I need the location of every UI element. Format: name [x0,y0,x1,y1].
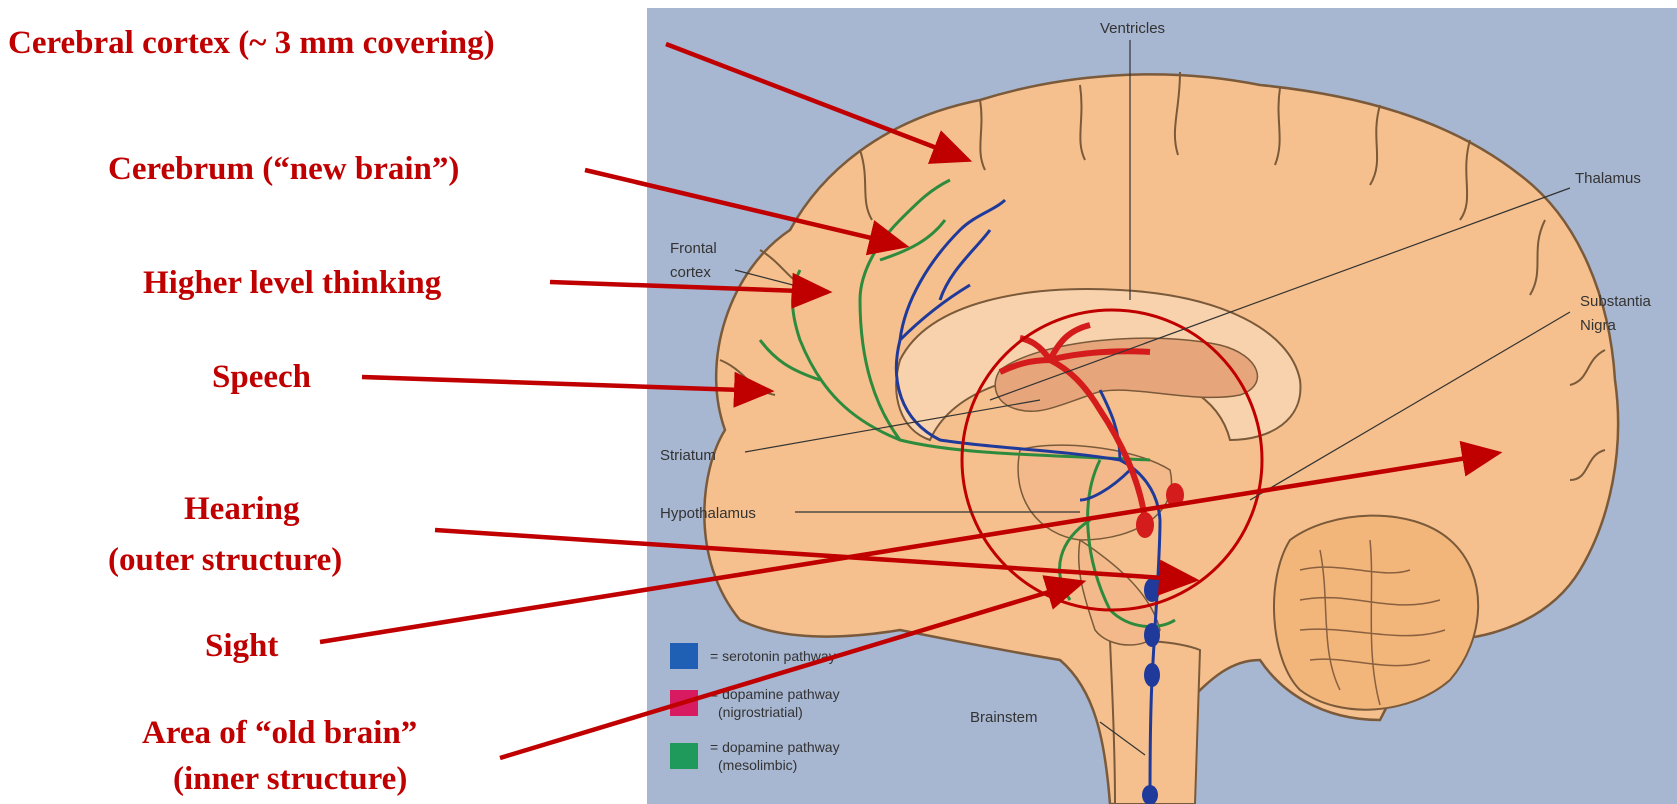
legend-mesolimbic-1: = dopamine pathway [710,739,840,755]
serotonin-node [1144,578,1160,602]
label-hypothalamus: Hypothalamus [660,505,756,522]
callout-sight: Sight [205,627,278,665]
callout-old-brain-2: (inner structure) [173,760,407,798]
callout-cerebral-cortex: Cerebral cortex (~ 3 mm covering) [8,24,495,62]
serotonin-node [1144,623,1160,647]
callout-higher-thinking: Higher level thinking [143,264,441,302]
label-frontal-cortex-2: cortex [670,264,711,281]
legend-nigrostriatal-2: (nigrostriatial) [718,704,803,720]
callout-old-brain-1: Area of “old brain” [142,714,417,752]
label-brainstem: Brainstem [970,709,1038,726]
label-ventricles: Ventricles [1100,20,1165,37]
legend-swatch-mesolimbic [670,743,698,769]
legend-mesolimbic-2: (mesolimbic) [718,757,797,773]
legend-swatch-serotonin [670,643,698,669]
label-frontal-cortex-1: Frontal [670,240,717,257]
callout-hearing-1: Hearing [184,490,299,528]
cerebellum-shape [1274,516,1478,710]
label-striatum: Striatum [660,447,716,464]
substantia-nigra-node [1136,512,1154,538]
callout-cerebrum: Cerebrum (“new brain”) [108,150,459,188]
label-substantia-1: Substantia [1580,293,1652,310]
label-substantia-2: Nigra [1580,317,1617,334]
serotonin-node [1144,663,1160,687]
callout-speech: Speech [212,358,311,396]
callout-hearing-2: (outer structure) [108,541,342,579]
label-thalamus: Thalamus [1575,170,1641,187]
